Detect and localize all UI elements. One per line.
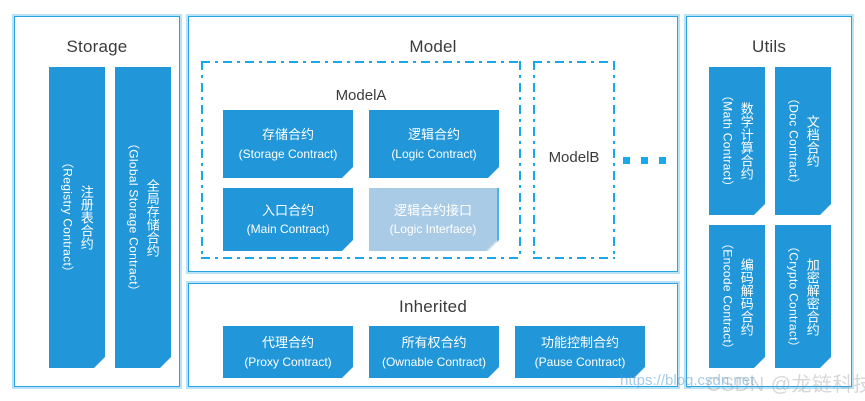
panel-model: Model ModelA 存储合约 (Storage Contract) 逻辑合… bbox=[188, 16, 678, 272]
card-pause-contract[interactable]: 功能控制合约 (Pause Contract) bbox=[515, 326, 645, 378]
ellipsis-dot-2 bbox=[641, 157, 648, 164]
card-storage-contract-cn: 存储合约 bbox=[261, 127, 314, 143]
group-modelB-title: ModelB bbox=[548, 149, 600, 166]
card-logic-contract[interactable]: 逻辑合约 (Logic Contract) bbox=[369, 110, 499, 178]
panel-utils-title: Utils bbox=[751, 37, 787, 56]
card-registry-contract-en: （Registry Contract） bbox=[60, 156, 75, 279]
card-main-contract-cn: 入口合约 bbox=[261, 202, 314, 218]
card-doc-contract-cn: 文档合约 bbox=[804, 115, 820, 167]
ellipsis-dots bbox=[623, 157, 666, 164]
card-registry-contract[interactable]: 注册表合约 （Registry Contract） bbox=[49, 67, 105, 368]
ellipsis-dot-3 bbox=[659, 157, 666, 164]
card-global-storage-contract[interactable]: 全局存储合约 （Global Storage Contract） bbox=[115, 67, 171, 368]
card-ownable-contract[interactable]: 所有权合约 (Ownable Contract) bbox=[369, 326, 499, 378]
card-proxy-contract[interactable]: 代理合约 (Proxy Contract) bbox=[223, 326, 353, 378]
card-crypto-contract-cn: 加密解密合约 bbox=[804, 257, 820, 336]
card-global-storage-contract-en: （Global Storage Contract） bbox=[126, 137, 141, 298]
group-modelB: ModelB bbox=[533, 61, 615, 259]
card-storage-contract[interactable]: 存储合约 (Storage Contract) bbox=[223, 110, 353, 178]
panel-storage: Storage 注册表合约 （Registry Contract） 全局存储合约… bbox=[14, 16, 180, 387]
panel-inherited: Inherited 代理合约 (Proxy Contract) 所有权合约 (O… bbox=[188, 283, 678, 387]
card-logic-interface[interactable]: 逻辑合约接口 (Logic Interface) bbox=[369, 188, 499, 251]
panel-storage-title: Storage bbox=[66, 37, 128, 56]
card-logic-interface-en: (Logic Interface) bbox=[389, 222, 477, 237]
card-logic-contract-en: (Logic Contract) bbox=[391, 146, 477, 161]
card-crypto-contract[interactable]: 加密解密合约 （Crypto Contract） bbox=[775, 225, 831, 368]
group-modelA-title: ModelA bbox=[335, 87, 387, 104]
group-modelA: ModelA 存储合约 (Storage Contract) 逻辑合约 (Log… bbox=[201, 61, 521, 259]
card-encode-contract-en: （Encode Contract） bbox=[720, 237, 735, 356]
card-math-contract-en: （Math Contract） bbox=[720, 89, 735, 193]
card-encode-contract[interactable]: 编码解码合约 （Encode Contract） bbox=[709, 225, 765, 368]
card-ownable-contract-en: (Ownable Contract) bbox=[381, 354, 487, 369]
ellipsis-dot-1 bbox=[623, 157, 630, 164]
card-encode-contract-cn: 编码解码合约 bbox=[738, 257, 754, 336]
card-main-contract-en: (Main Contract) bbox=[246, 222, 330, 237]
card-crypto-contract-en: （Crypto Contract） bbox=[786, 239, 801, 354]
card-logic-interface-cn: 逻辑合约接口 bbox=[393, 202, 472, 218]
card-proxy-contract-cn: 代理合约 bbox=[261, 335, 314, 351]
card-ownable-contract-cn: 所有权合约 bbox=[401, 335, 467, 351]
card-pause-contract-en: (Pause Contract) bbox=[534, 354, 626, 369]
card-math-contract[interactable]: 数学计算合约 （Math Contract） bbox=[709, 67, 765, 215]
panel-model-title: Model bbox=[409, 37, 457, 56]
card-proxy-contract-en: (Proxy Contract) bbox=[244, 354, 332, 369]
card-registry-contract-cn: 注册表合约 bbox=[78, 185, 94, 250]
panel-inherited-title: Inherited bbox=[399, 297, 467, 316]
card-math-contract-cn: 数学计算合约 bbox=[738, 102, 754, 180]
card-logic-contract-cn: 逻辑合约 bbox=[407, 127, 460, 143]
card-doc-contract[interactable]: 文档合约 （Doc Contract） bbox=[775, 67, 831, 215]
card-global-storage-contract-cn: 全局存储合约 bbox=[144, 178, 160, 257]
card-main-contract[interactable]: 入口合约 (Main Contract) bbox=[223, 188, 353, 251]
card-pause-contract-cn: 功能控制合约 bbox=[540, 335, 619, 351]
card-doc-contract-en: （Doc Contract） bbox=[786, 91, 801, 191]
card-storage-contract-en: (Storage Contract) bbox=[238, 146, 338, 161]
panel-utils: Utils 数学计算合约 （Math Contract） 文档合约 （Doc C… bbox=[686, 16, 852, 387]
